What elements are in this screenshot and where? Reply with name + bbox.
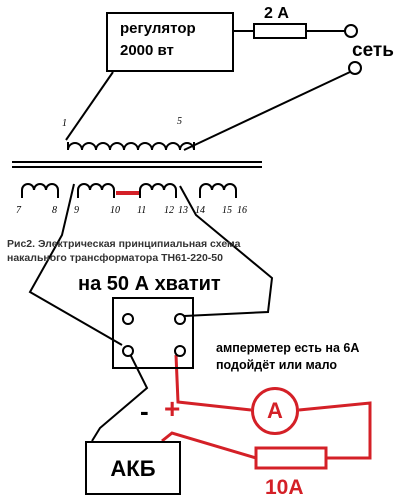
secondary-pin-10: 10 [110, 205, 120, 216]
secondary-pin-12: 12 [164, 205, 174, 216]
fuse-symbol [253, 23, 307, 39]
wire-regulator-primary [65, 71, 114, 141]
switch-terminal-tl [122, 313, 134, 325]
primary-pin-5: 5 [177, 116, 182, 127]
wire-pin9-switch [28, 183, 123, 346]
secondary-pin-11: 11 [137, 205, 147, 216]
wire-ammeter-shunt [298, 401, 372, 460]
switch-terminal-br [174, 345, 186, 357]
secondary-pin-16: 16 [237, 205, 247, 216]
secondary-pin-13: 13 [178, 205, 188, 216]
wire-mains-primary [183, 71, 351, 151]
wire-switch-battery-minus [91, 349, 149, 442]
secondary-pin-7: 7 [16, 205, 21, 216]
switch-box [112, 297, 194, 369]
mains-label: сеть [352, 40, 394, 61]
secondary-pin-9: 9 [74, 205, 79, 216]
headline-note: на 50 А хватит [78, 273, 221, 295]
secondary-winding-a [21, 183, 59, 191]
regulator-label-1: регулятор [120, 20, 196, 37]
secondary-pin-14: 14 [195, 205, 205, 216]
shunt-symbol [254, 446, 328, 470]
mains-terminal-top [344, 24, 358, 38]
primary-winding [67, 142, 195, 151]
wire-pin13-switch [179, 185, 274, 317]
wire-shunt-battery-plus [161, 431, 257, 460]
mains-terminal-bottom [348, 61, 362, 75]
wire-switch-ammeter [174, 354, 252, 412]
secondary-winding-d [199, 183, 237, 191]
secondary-winding-b [77, 183, 115, 191]
ammeter-note-line-2: подойдёт или мало [216, 358, 337, 372]
regulator-box: регулятор 2000 вт [106, 12, 234, 72]
battery-box: АКБ [85, 441, 181, 495]
ammeter-symbol: A [251, 387, 299, 435]
plus-sign: + [164, 393, 181, 424]
regulator-label-2: 2000 вт [120, 42, 174, 59]
minus-sign: - [140, 396, 149, 426]
switch-terminal-bl [122, 345, 134, 357]
battery-label: АКБ [110, 456, 156, 481]
caption-line-2: накального трансформатора ТН61-220-50 [7, 252, 223, 264]
ammeter-note-line-1: амперметер есть на 6А [216, 341, 360, 355]
caption-line-1: Рис2. Электрическая принципиальная схема [7, 238, 241, 250]
secondary-pin-15: 15 [222, 205, 232, 216]
switch-terminal-tr [174, 313, 186, 325]
fuse-label: 2 А [264, 5, 289, 22]
secondary-winding-c [139, 183, 177, 191]
secondary-pin-8: 8 [52, 205, 57, 216]
primary-pin-1: 1 [62, 118, 67, 129]
shunt-label: 10А [265, 476, 304, 499]
